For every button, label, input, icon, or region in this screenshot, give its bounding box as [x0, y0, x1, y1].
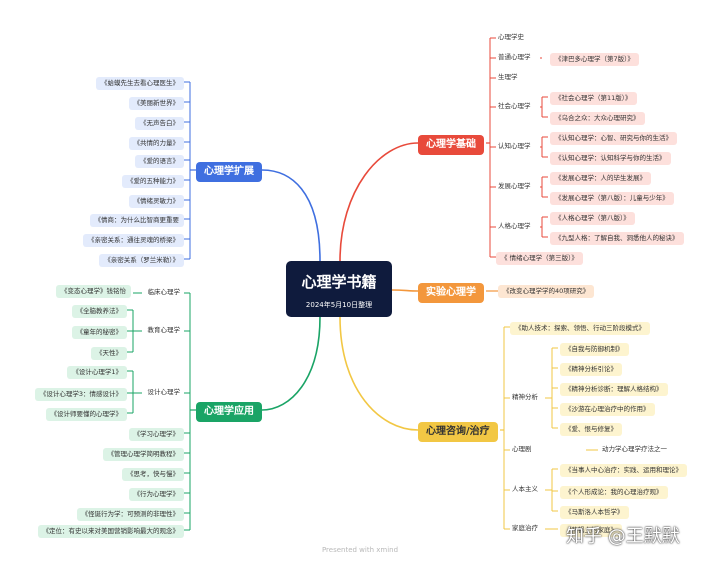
subtopic-emotion[interactable]: 《 情绪心理学（第三版）》 [496, 252, 583, 265]
book-cognitive-0[interactable]: 《认知心理学：心智、研究与你的生活》 [550, 132, 677, 145]
topic-experimental[interactable]: 实验心理学 [418, 283, 484, 303]
book-psychoanalysis-0[interactable]: 《自我与防御机制》 [560, 343, 629, 356]
book-development-0[interactable]: 《发展心理学：人的毕生发展》 [550, 172, 651, 185]
subtopic-family[interactable]: 家庭治疗 [512, 524, 538, 532]
book-social-0[interactable]: 《社会心理学（第11版）》 [550, 92, 637, 105]
subtopic-clinical[interactable]: 临床心理学 [147, 288, 181, 296]
connector-line [339, 142, 419, 262]
book-application-3[interactable]: 《行为心理学》 [128, 488, 184, 501]
book-design-2[interactable]: 《设计师要懂的心理学》 [45, 408, 127, 421]
book-general-0[interactable]: 《津巴多心理学（第7版）》 [550, 53, 639, 66]
book-extension-5[interactable]: 《爱的五种能力》 [122, 175, 184, 188]
book-extension-0[interactable]: 《蛤蟆先生去看心理医生》 [96, 77, 184, 90]
book-extension-7[interactable]: 《情商：为什么比智商更重要 [89, 214, 184, 227]
book-clinical-0[interactable]: 《变态心理学》钱铭怡 [56, 285, 131, 298]
book-extension-4[interactable]: 《爱的语言》 [135, 155, 184, 168]
subtopic-personality[interactable]: 人格心理学 [498, 222, 531, 230]
book-extension-6[interactable]: 《情绪灵敏力》 [128, 195, 184, 208]
subtopic-helping[interactable]: 《助人技术：探索、领悟、行动三阶段模式》 [510, 322, 650, 335]
subtopic-education[interactable]: 教育心理学 [147, 326, 181, 334]
central-topic[interactable]: 心理学书籍 2024年5月10日整理 [286, 261, 392, 317]
connector-line [339, 316, 419, 431]
subtopic-history[interactable]: 心理学史 [498, 33, 524, 41]
subtopic-humanism[interactable]: 人本主义 [512, 485, 538, 493]
topic-counseling[interactable]: 心理咨询/治疗 [418, 422, 498, 442]
book-design-0[interactable]: 《设计心理学1》 [67, 366, 127, 379]
topic-psych-foundation[interactable]: 心理学基础 [418, 135, 484, 155]
book-family-0[interactable]: 《热锅上的家庭》 [560, 524, 622, 537]
book-psychoanalysis-4[interactable]: 《爱、恨与修复》 [560, 423, 622, 436]
book-social-1[interactable]: 《乌合之众：大众心理研究》 [550, 112, 645, 125]
book-humanism-2[interactable]: 《马斯洛人本哲学》 [560, 506, 629, 519]
book-humanism-0[interactable]: 《当事人中心治疗：实践、运用和理论》 [560, 464, 687, 477]
subtopic-general[interactable]: 普通心理学 [498, 53, 531, 61]
connector-line [261, 316, 321, 411]
central-topic-title: 心理学书籍 [301, 273, 377, 291]
book-education-1[interactable]: 《童年的秘密》 [71, 326, 127, 339]
book-psychoanalysis-1[interactable]: 《精神分析引论》 [560, 363, 622, 376]
book-cognitive-1[interactable]: 《认知心理学：认知科学与你的生活》 [550, 152, 671, 165]
book-extension-1[interactable]: 《美丽新世界》 [128, 97, 184, 110]
subtopic-psychodrama[interactable]: 心理剧 [512, 445, 532, 453]
note-psychodrama-0[interactable]: 动力学心理学疗法之一 [602, 445, 667, 453]
connector-line [261, 169, 321, 262]
book-design-1[interactable]: 《设计心理学3：情感设计》 [34, 388, 127, 401]
watermark: 知乎 @王默默 [566, 526, 680, 547]
book-application-1[interactable]: 《管理心理学简明教程》 [102, 448, 184, 461]
book-application-4[interactable]: 《怪诞行为学：可预测的非理性》 [76, 508, 184, 521]
book-humanism-1[interactable]: 《个人形成论：我的心理治疗观》 [560, 486, 668, 499]
book-extension-9[interactable]: 《亲密关系（罗兰米勒）》 [99, 254, 184, 267]
book-application-0[interactable]: 《学习心理学》 [128, 428, 184, 441]
topic-application[interactable]: 心理学应用 [196, 402, 262, 422]
topic-extension[interactable]: 心理学扩展 [196, 162, 262, 182]
book-extension-8[interactable]: 《亲密关系：通往灵魂的桥梁》 [83, 234, 184, 247]
subtopic-social[interactable]: 社会心理学 [498, 102, 531, 110]
book-education-2[interactable]: 《天性》 [91, 347, 127, 360]
subtopic-design[interactable]: 设计心理学 [147, 388, 181, 396]
central-topic-subtitle: 2024年5月10日整理 [305, 301, 373, 309]
book-personality-1[interactable]: 《九型人格：了解自我、洞悉他人的秘诀》 [550, 232, 684, 245]
book-development-1[interactable]: 《发展心理学（第八版）：儿童与少年》 [550, 192, 674, 205]
book-psychoanalysis-2[interactable]: 《精神分析诊断：理解人格结构》 [560, 383, 668, 396]
subtopic-development[interactable]: 发展心理学 [498, 182, 531, 190]
book-psychoanalysis-3[interactable]: 《沙游在心理治疗中的作用》 [560, 403, 655, 416]
book-extension-3[interactable]: 《共情的力量》 [128, 137, 184, 150]
subtopic-cognitive[interactable]: 认知心理学 [498, 142, 531, 150]
connector-line [391, 289, 419, 292]
subtopic-psychoanalysis[interactable]: 精神分析 [512, 393, 538, 401]
book-application-5[interactable]: 《定位：有史以来对美国营销影响最大的观念》 [37, 525, 184, 538]
book-education-0[interactable]: 《全脑教养法》 [71, 305, 127, 318]
book-personality-0[interactable]: 《人格心理学（第八版）》 [550, 212, 635, 225]
book-experimental-0[interactable]: 《改变心理学学的40项研究》 [498, 285, 595, 298]
book-extension-2[interactable]: 《无声告白》 [135, 117, 184, 130]
book-application-2[interactable]: 《思考，快与慢》 [122, 468, 184, 481]
subtopic-physio[interactable]: 生理学 [498, 73, 518, 81]
footer-credit: Presented with xmind [321, 546, 399, 554]
